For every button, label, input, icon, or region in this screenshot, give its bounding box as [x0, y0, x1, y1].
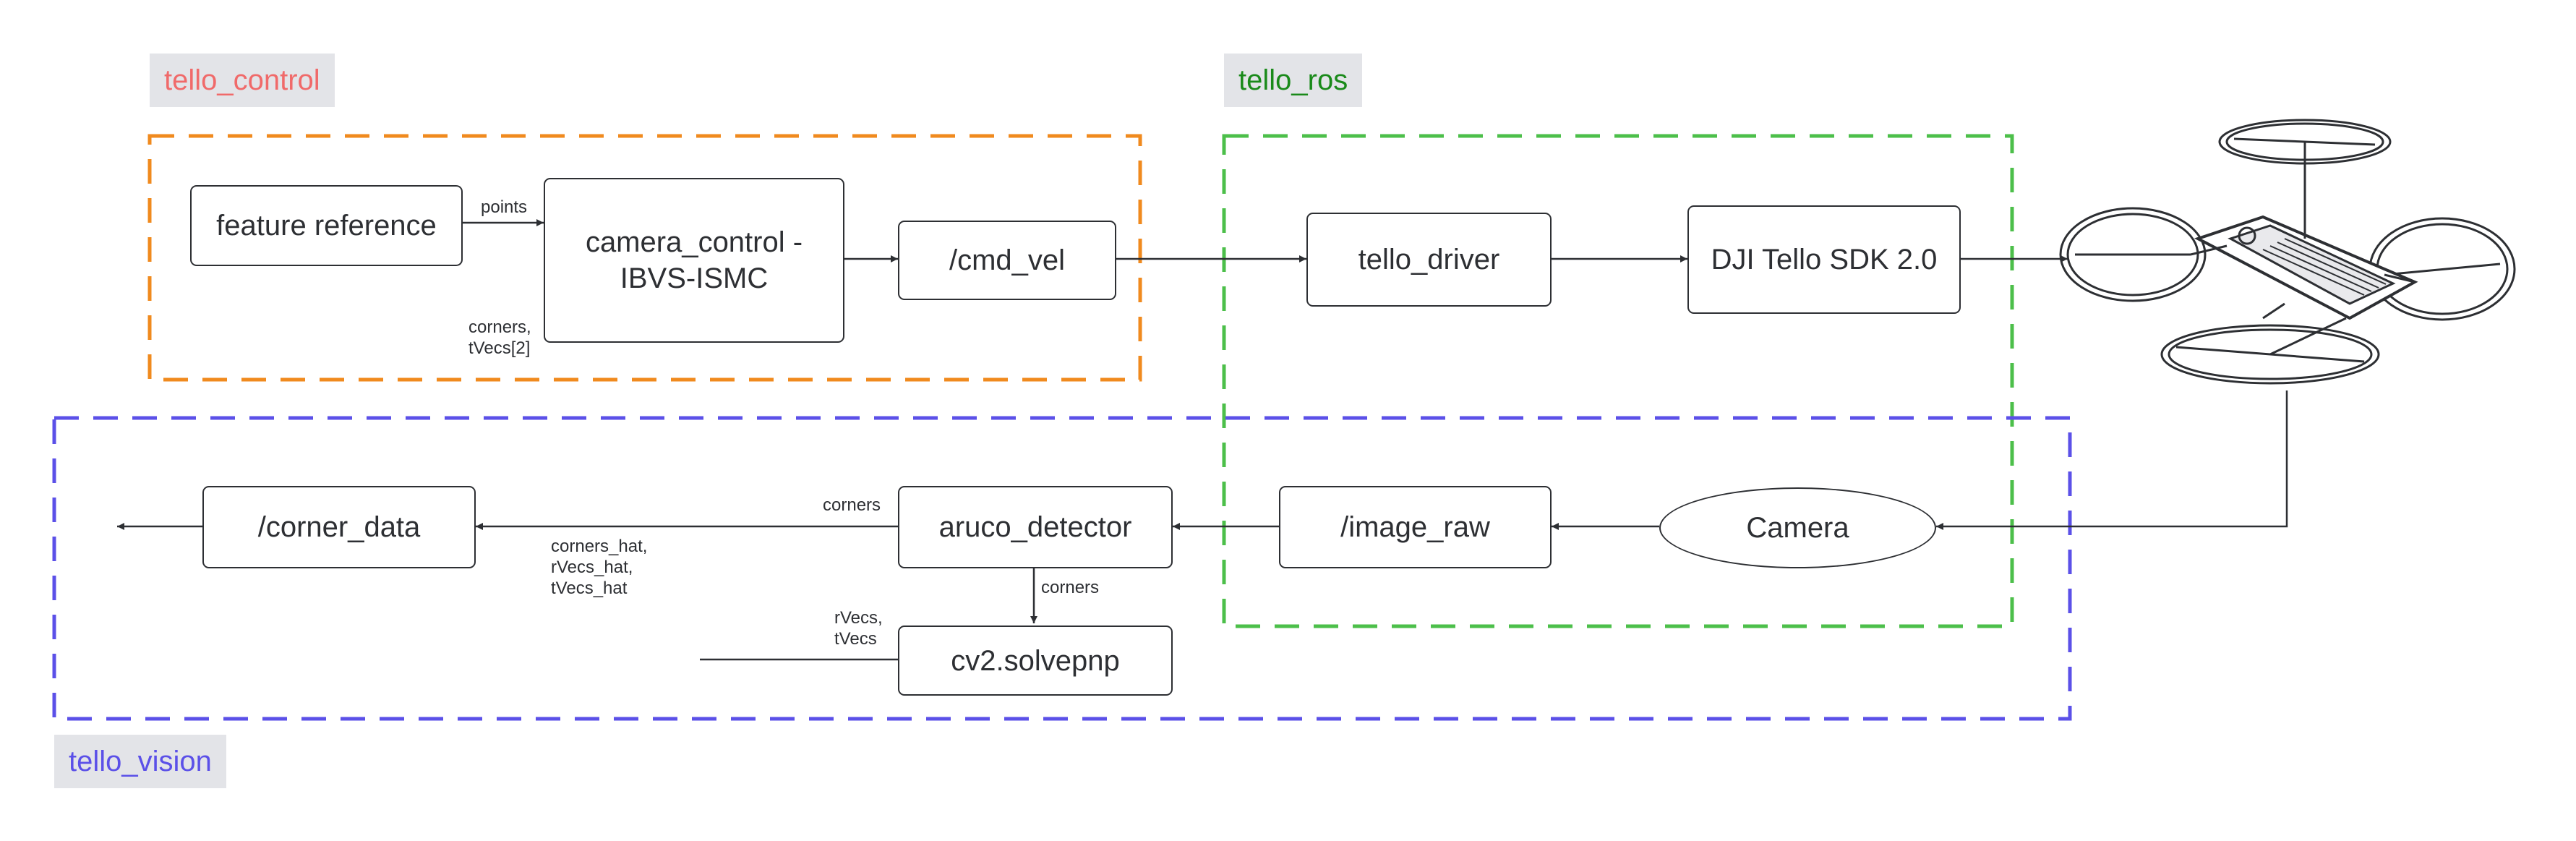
- control-group-frame: [147, 134, 1142, 382]
- edge-label-corners-tvecs: corners, tVecs[2]: [468, 317, 531, 358]
- edge-label-points: points: [481, 197, 528, 217]
- node-corner-data[interactable]: /corner_data: [202, 486, 476, 568]
- edge-label-rvecs-tvecs: rVecs, tVecs: [834, 608, 883, 649]
- node-tello-sdk[interactable]: DJI Tello SDK 2.0: [1687, 205, 1961, 314]
- drone-icon: [2059, 119, 2516, 385]
- node-feature-reference[interactable]: feature reference: [190, 185, 463, 266]
- ros-group-frame: [1222, 134, 2014, 628]
- node-camera[interactable]: Camera: [1659, 487, 1936, 568]
- edge-label-corners-top: corners: [823, 495, 881, 515]
- edge-drone-to-camera: [1936, 390, 2288, 530]
- node-tello-driver[interactable]: tello_driver: [1306, 213, 1552, 307]
- group-label-control: tello_control: [150, 54, 335, 107]
- edge-label-hat-values: corners_hat, rVecs_hat, tVecs_hat: [551, 537, 648, 598]
- node-solvepnp[interactable]: cv2.solvepnp: [898, 626, 1173, 696]
- node-image-raw[interactable]: /image_raw: [1279, 486, 1552, 568]
- vision-group-frame: [52, 416, 2072, 721]
- edge-label-corners-down: corners: [1041, 578, 1100, 597]
- node-cmd-vel[interactable]: /cmd_vel: [898, 221, 1116, 300]
- node-camera-control[interactable]: camera_control - IBVS-ISMC: [544, 178, 844, 343]
- group-label-ros: tello_ros: [1224, 54, 1363, 107]
- group-label-vision: tello_vision: [54, 735, 226, 788]
- node-aruco-detector[interactable]: aruco_detector: [898, 486, 1173, 568]
